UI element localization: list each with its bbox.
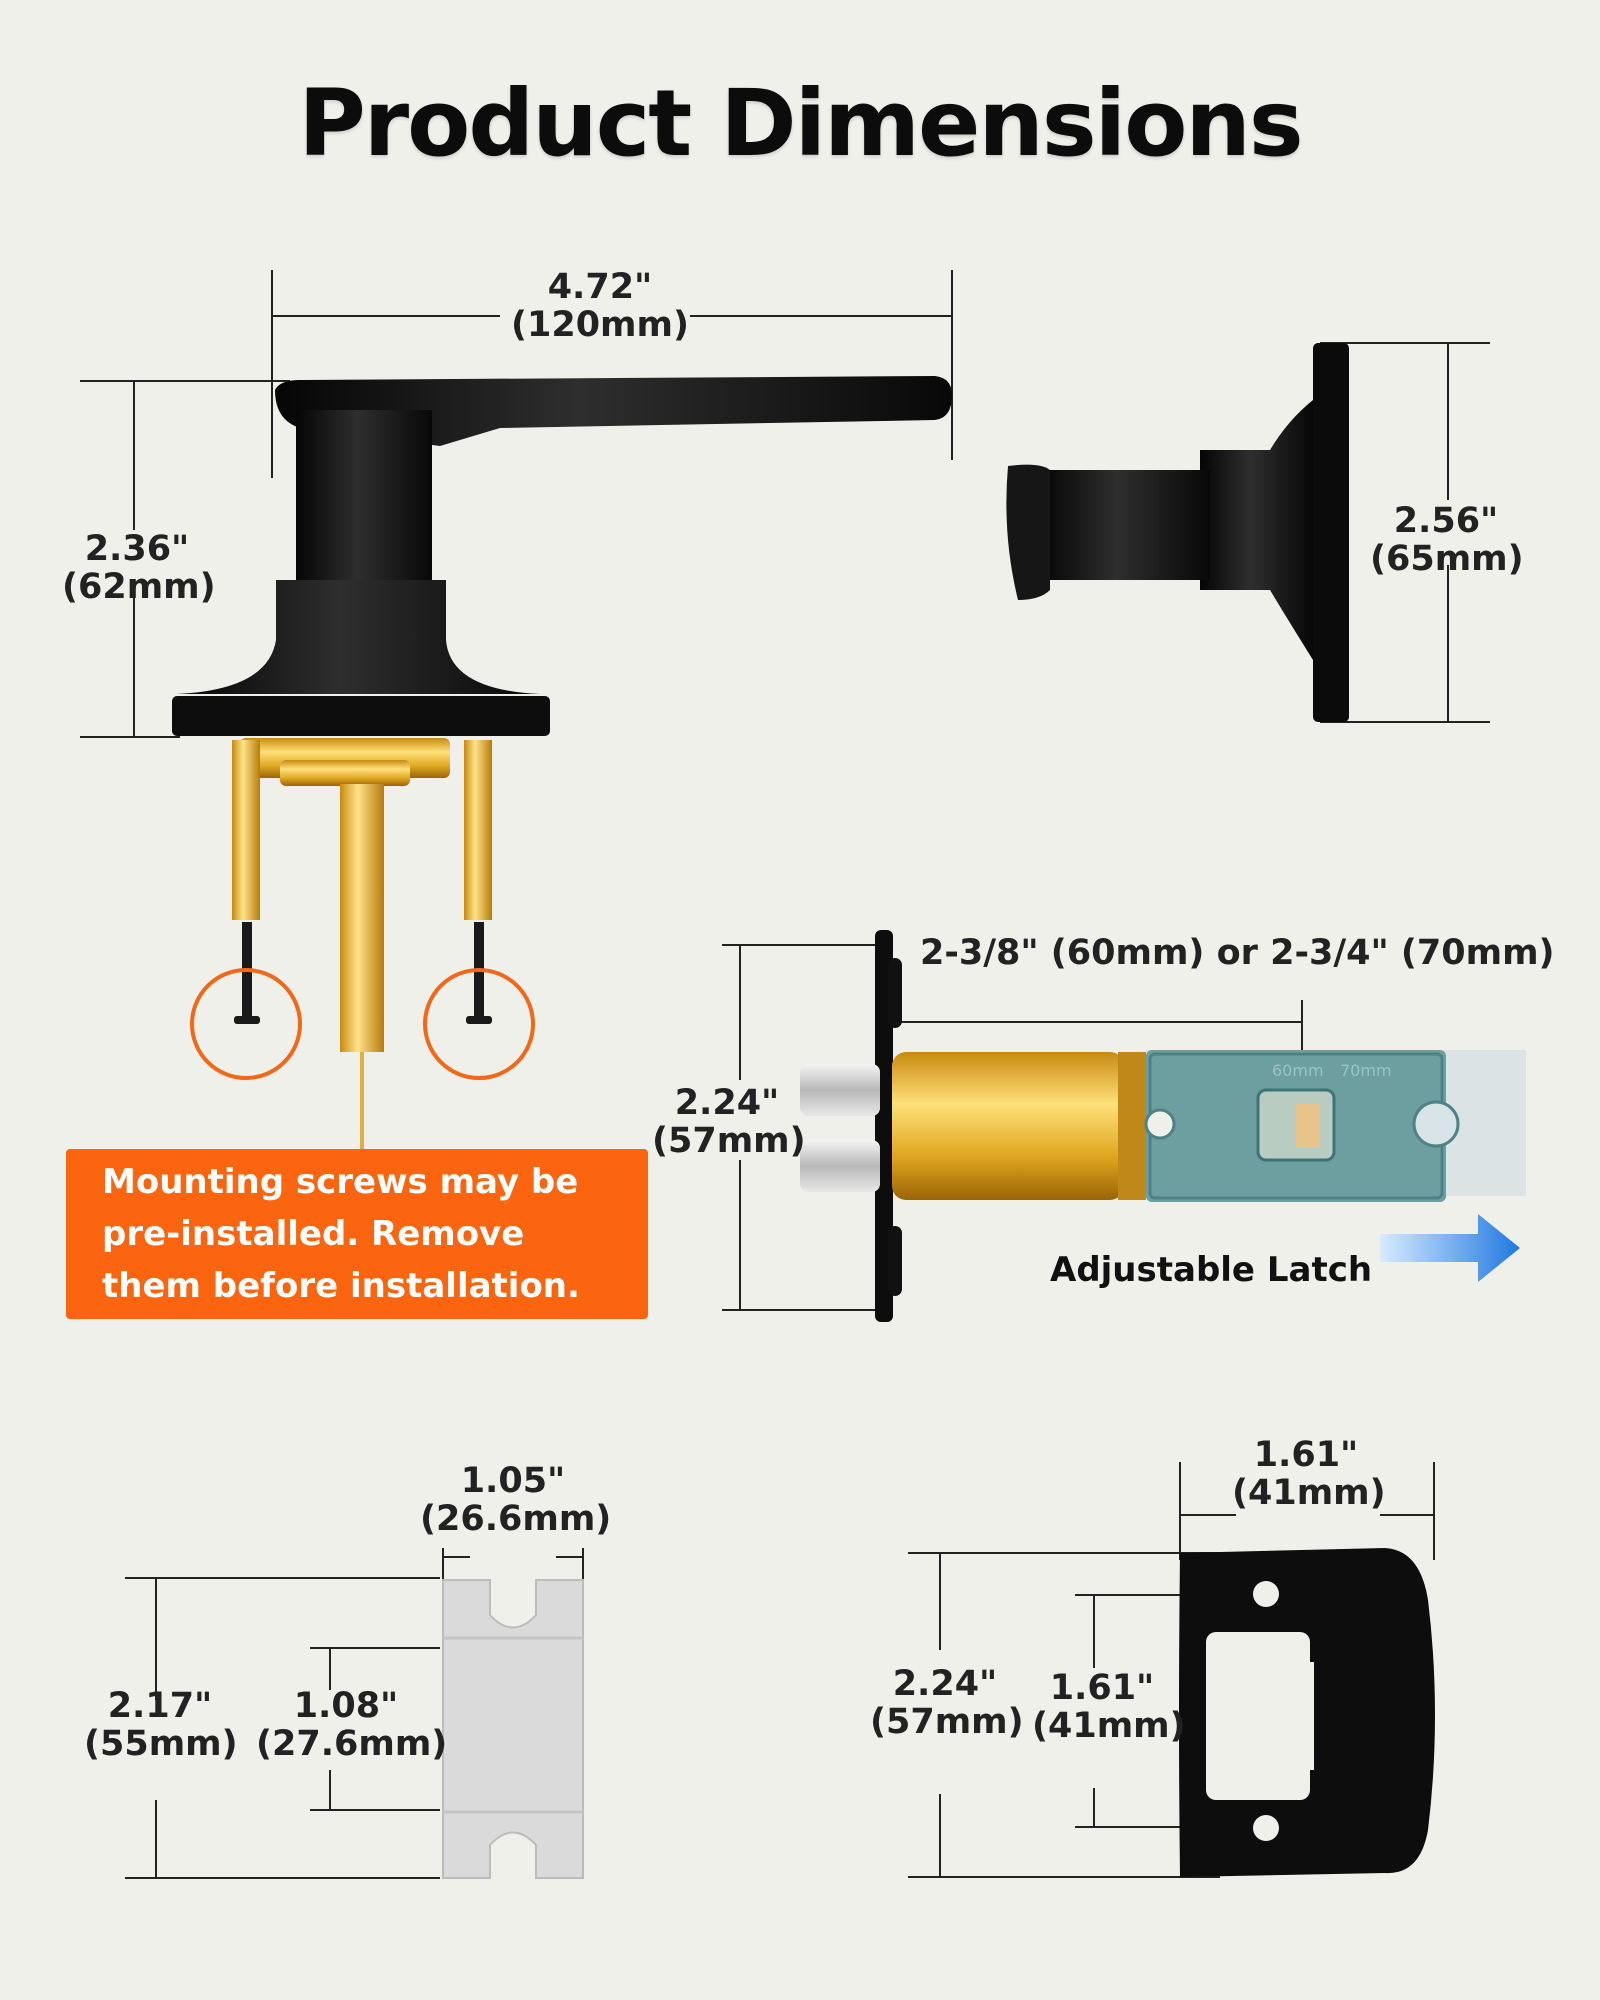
latch-plate-mark-70: 70mm xyxy=(1340,1061,1392,1080)
strike-plate-hole-span-mm: (41mm) xyxy=(1032,1706,1186,1746)
strike-box-width-in: 1.05" xyxy=(460,1461,566,1501)
latch-height-label: 2.24" (57mm) xyxy=(652,1083,806,1161)
strike-plate-width-mm: (41mm) xyxy=(1232,1473,1386,1513)
lever-height-in: 2.36" xyxy=(84,529,190,569)
latch-view: 60mm 70mm xyxy=(722,930,1526,1322)
strike-box-view xyxy=(125,1548,584,1879)
rose-height-in: 2.56" xyxy=(1393,501,1499,541)
strike-box-height-in: 2.17" xyxy=(107,1686,213,1726)
latch-height-mm: (57mm) xyxy=(652,1121,806,1161)
latch-backset-label: 2-3/8" (60mm) or 2-3/4" (70mm) xyxy=(920,933,1555,973)
lever-height-label: 2.36" (62mm) xyxy=(62,529,216,607)
strike-plate-hole-span-in: 1.61" xyxy=(1049,1668,1155,1708)
strike-box-inner-mm: (27.6mm) xyxy=(256,1724,448,1764)
strike-plate-width-label: 1.61" (41mm) xyxy=(1232,1435,1386,1513)
strike-box-width-mm: (26.6mm) xyxy=(420,1499,612,1539)
latch-height-in: 2.24" xyxy=(674,1083,780,1123)
lever-side-view xyxy=(1006,342,1490,723)
rose-height-mm: (65mm) xyxy=(1370,539,1524,579)
lever-width-mm: (120mm) xyxy=(511,305,689,345)
strike-plate-hole-span-label: 1.61" (41mm) xyxy=(1032,1668,1186,1746)
mounting-screws-note: Mounting screws may be pre-installed. Re… xyxy=(66,1149,648,1319)
arrow-right-icon xyxy=(1380,1214,1520,1282)
strike-plate-view xyxy=(908,1462,1435,1878)
strike-box-inner-in: 1.08" xyxy=(293,1686,399,1726)
page-title: Product Dimensions xyxy=(298,70,1303,177)
latch-plate-mark-60: 60mm xyxy=(1272,1061,1324,1080)
adjustable-latch-label: Adjustable Latch xyxy=(1050,1250,1373,1290)
lever-height-mm: (62mm) xyxy=(62,567,216,607)
strike-plate-height-label: 2.24" (57mm) xyxy=(870,1664,1024,1742)
lever-front-view xyxy=(80,270,953,1152)
strike-plate-height-mm: (57mm) xyxy=(870,1702,1024,1742)
strike-box-inner-label: 1.08" (27.6mm) xyxy=(256,1686,448,1764)
lever-width-label: 4.72" (120mm) xyxy=(500,268,700,344)
strike-box-height-mm: (55mm) xyxy=(84,1724,238,1764)
strike-plate-width-in: 1.61" xyxy=(1253,1435,1359,1475)
lever-width-in: 4.72" xyxy=(547,267,653,307)
strike-box-width-label: 1.05" (26.6mm) xyxy=(420,1461,612,1539)
rose-height-label: 2.56" (65mm) xyxy=(1370,501,1524,579)
strike-plate-height-in: 2.24" xyxy=(892,1664,998,1704)
strike-box-height-label: 2.17" (55mm) xyxy=(84,1686,238,1764)
